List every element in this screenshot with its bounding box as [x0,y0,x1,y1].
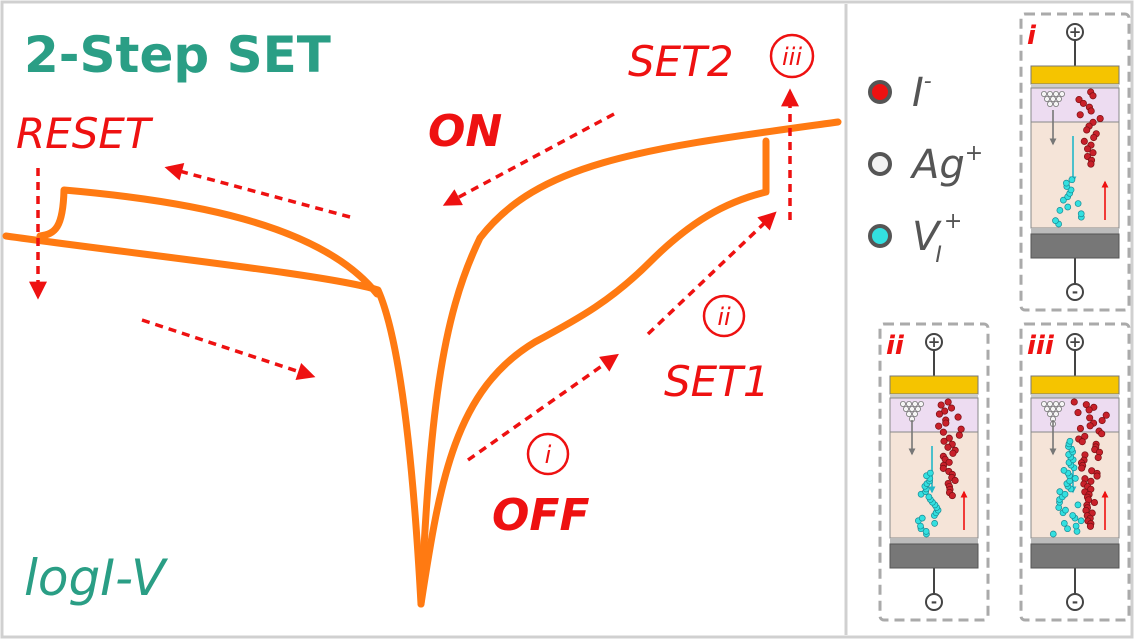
negative-terminal-icon [925,593,943,611]
curve-reset-jump [36,186,381,298]
axis-label: logI-V [24,549,169,607]
iv-curve [2,118,842,608]
device-panel-iii: iii + - [1019,322,1131,622]
svg-text:+: + [928,333,941,351]
diagram-title: 2-Step SET [24,26,331,84]
svg-text:I-: I- [912,69,932,116]
curve-on-branch [417,118,842,608]
negative-terminal-icon [1066,593,1084,611]
step-marker-i: i [526,432,570,476]
svg-text:ii: ii [717,303,731,331]
legend-item-silver-ion: Ag+ [868,141,983,188]
svg-text:-: - [1072,283,1078,301]
top-electrode [1030,375,1120,395]
step-marker-iii: iii [769,33,815,79]
arrow-off [466,353,619,462]
legend: I- Ag+ VI+ [868,69,983,268]
device-panel-ii: ii + - [878,322,990,622]
step-marker-ii: ii [702,294,746,338]
top-electrode [1030,65,1120,85]
svg-text:Ag+: Ag+ [909,141,983,188]
bottom-electrode [1030,543,1120,569]
bottom-electrode [889,543,979,569]
arrow-set1 [646,211,777,336]
svg-text:+: + [1069,333,1082,351]
device-panels: i + - ii + - iii + - [878,12,1131,622]
svg-text:-: - [1072,593,1078,611]
set2-label: SET2 [628,37,734,86]
arrow-reset-up [164,163,351,219]
negative-terminal-icon [1066,283,1084,301]
on-label: ON [428,106,502,157]
bottom-electrode [1030,233,1120,259]
device-panel-i: i + - [1019,12,1131,312]
off-label: OFF [492,490,590,541]
top-electrode [889,375,979,395]
direction-arrows [29,88,799,462]
panel-label: i [1027,21,1037,51]
svg-text:-: - [931,593,937,611]
svg-text:+: + [1069,23,1082,41]
positive-terminal-icon [1066,23,1084,41]
panel-label: ii [886,331,905,361]
arrow-on [442,112,615,206]
positive-terminal-icon [1066,333,1084,351]
panel-label: iii [1027,331,1055,361]
positive-terminal-icon [925,333,943,351]
legend-item-iodine-vacancy: VI+ [868,209,962,268]
legend-item-iodide: I- [868,69,932,116]
arrow-low-right [141,318,316,381]
reset-label: RESET [16,109,154,158]
svg-text:VI+: VI+ [912,209,962,268]
svg-text:i: i [545,441,552,469]
svg-text:iii: iii [782,43,802,71]
set1-label: SET1 [664,357,770,406]
curve-set2-jump [417,137,770,608]
